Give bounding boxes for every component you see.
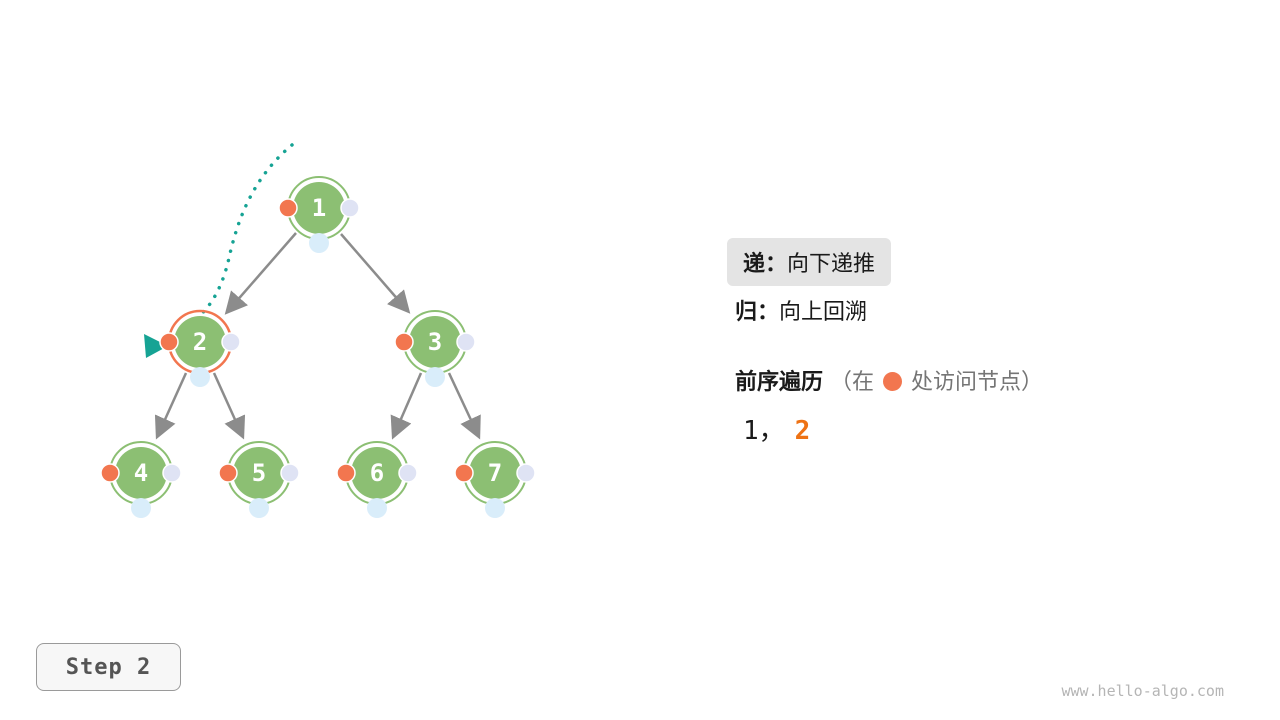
tree-edge — [212, 372, 246, 440]
current-visited-value: 2 — [794, 416, 811, 446]
legend-recurse-highlighted: 递：向下递推 — [727, 238, 892, 286]
legend-recurse-keyword: 递： — [743, 252, 788, 277]
tree-node-1: 1 — [278, 176, 360, 253]
node-value: 5 — [252, 459, 266, 487]
inorder-dot — [516, 463, 536, 483]
visited-values: 1， — [743, 416, 785, 446]
step-indicator: Step 2 — [36, 643, 181, 691]
node-value: 1 — [312, 194, 326, 222]
tree-node-6: 6 — [336, 441, 418, 518]
preorder-visit-dot — [454, 463, 474, 483]
postorder-dot — [425, 367, 445, 387]
node-value: 7 — [488, 459, 502, 487]
recursion-arrowhead-icon — [144, 334, 168, 358]
tree-node-7: 7 — [454, 441, 536, 518]
traversal-note-after: 处访问节点） — [911, 370, 1044, 395]
inorder-dot — [221, 332, 241, 352]
postorder-dot — [131, 498, 151, 518]
tree-edge — [224, 232, 297, 315]
tree-node-2-current: 2 — [159, 309, 241, 387]
tree-edge — [154, 372, 188, 440]
tree-edge — [390, 372, 423, 440]
tree-node-3: 3 — [394, 310, 476, 387]
legend-backtrack-text: 向上回溯 — [779, 300, 868, 325]
tree-node-4: 4 — [100, 441, 182, 518]
tree-edge — [447, 372, 481, 440]
inorder-dot — [280, 463, 300, 483]
traversal-note-before: （在 — [830, 370, 875, 395]
legend-backtrack: 归：向上回溯 — [735, 294, 867, 326]
inorder-dot — [162, 463, 182, 483]
postorder-dot — [309, 233, 329, 253]
node-value: 4 — [134, 459, 148, 487]
node-value: 3 — [428, 328, 442, 356]
inorder-dot — [340, 198, 360, 218]
tree-node-5: 5 — [218, 441, 300, 518]
legend-recurse-text: 向下递推 — [787, 252, 876, 277]
visit-sequence: 1， 2 — [743, 410, 810, 447]
inorder-dot — [456, 332, 476, 352]
watermark: www.hello-algo.com — [1061, 682, 1224, 700]
legend-traversal: 前序遍历 （在 处访问节点） — [735, 364, 1043, 396]
node-value: 6 — [370, 459, 384, 487]
preorder-visit-dot — [218, 463, 238, 483]
postorder-dot — [485, 498, 505, 518]
preorder-visit-dot — [159, 332, 179, 352]
traversal-title: 前序遍历 — [735, 370, 824, 395]
postorder-dot — [190, 367, 210, 387]
visit-dot-icon — [883, 372, 903, 391]
preorder-visit-dot — [394, 332, 414, 352]
legend-backtrack-keyword: 归： — [735, 300, 780, 325]
node-value: 2 — [193, 328, 207, 356]
tree-edge — [340, 233, 411, 314]
postorder-dot — [367, 498, 387, 518]
postorder-dot — [249, 498, 269, 518]
step-label: Step 2 — [65, 654, 152, 680]
preorder-visit-dot — [336, 463, 356, 483]
preorder-visit-dot — [278, 198, 298, 218]
preorder-visit-dot — [100, 463, 120, 483]
inorder-dot — [398, 463, 418, 483]
legend-panel: 递：向下递推 归：向上回溯 前序遍历 （在 处访问节点） 1， 2 — [727, 238, 1167, 468]
